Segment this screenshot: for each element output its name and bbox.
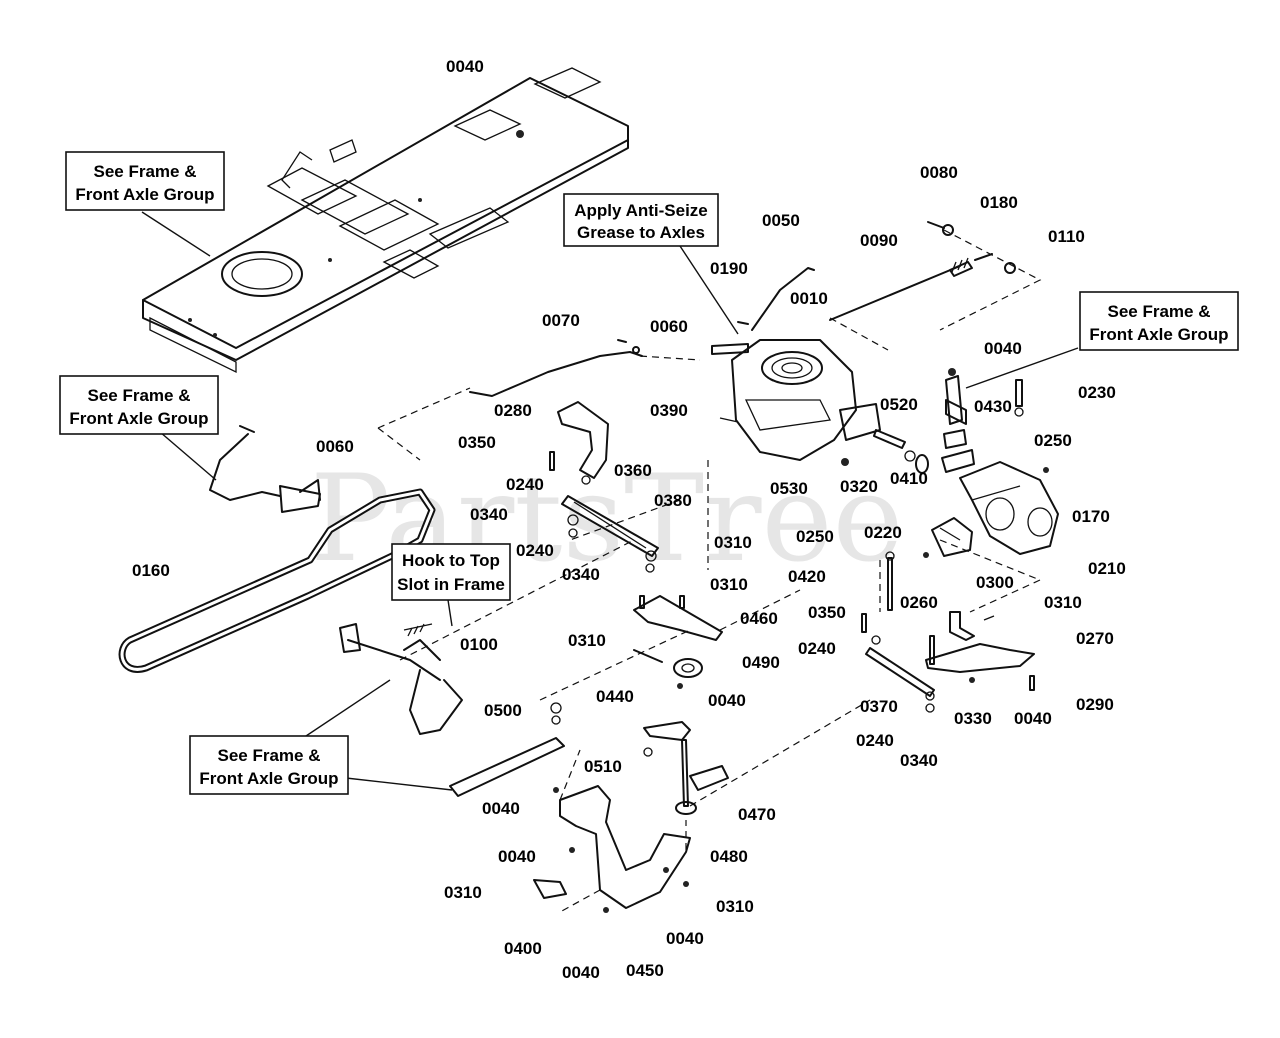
callout-label: 0240 [506,475,544,494]
callout-label: 0330 [954,709,992,728]
callout-label: 0260 [900,593,938,612]
callout-label: 0340 [470,505,508,524]
callout-labels: 0040 0080 0180 0110 0090 0050 0190 0010 … [132,57,1126,982]
note-line: See Frame & [218,746,321,765]
pedal-linkage-drawing [209,425,463,735]
callout-label: 0080 [920,163,958,182]
callout-label: 0040 [984,339,1022,358]
callout-label: 0230 [1078,383,1116,402]
callout-label: 0240 [856,731,894,750]
note-line: See Frame & [94,162,197,181]
note-line: Front Axle Group [75,185,214,204]
note-line: See Frame & [88,386,191,405]
callout-label: 0530 [770,479,808,498]
callout-label: 0470 [738,805,776,824]
callout-label: 0370 [860,697,898,716]
callout-label: 0210 [1088,559,1126,578]
callout-label: 0040 [446,57,484,76]
note-line: Hook to Top [402,551,500,570]
callout-label: 0310 [444,883,482,902]
callout-label: 0440 [596,687,634,706]
callout-label: 0350 [458,433,496,452]
callout-label: 0480 [710,847,748,866]
note-frame-bottom: See Frame & Front Axle Group [189,735,349,795]
callout-label: 0040 [708,691,746,710]
callout-label: 0340 [562,565,600,584]
callout-label: 0310 [716,897,754,916]
callout-label: 0100 [460,635,498,654]
leader-lines [141,211,1079,791]
callout-label: 0420 [788,567,826,586]
callout-label: 0310 [568,631,606,650]
callout-label: 0040 [482,799,520,818]
callout-label: 0340 [900,751,938,770]
rods-drawing [469,221,1016,397]
lower-brackets-drawing [449,702,729,913]
callout-label: 0240 [798,639,836,658]
note-line: Slot in Frame [397,575,505,594]
callout-label: 0320 [840,477,878,496]
transaxle-drawing [711,339,929,474]
callout-label: 0490 [742,653,780,672]
callout-label: 0060 [650,317,688,336]
note-frame-top-left: See Frame & Front Axle Group [65,151,225,211]
center-brackets-drawing [549,401,1035,713]
callout-label: 0040 [666,929,704,948]
callout-label: 0290 [1076,695,1114,714]
callout-label: 0220 [864,523,902,542]
callout-label: 0310 [714,533,752,552]
note-line: Apply Anti-Seize [574,201,708,220]
callout-label: 0450 [626,961,664,980]
callout-label: 0040 [498,847,536,866]
callout-label: 0380 [654,491,692,510]
note-frame-left: See Frame & Front Axle Group [59,375,219,435]
assembly-guide-lines [377,229,1042,913]
brake-bracket-drawing [885,368,1059,611]
callout-label: 0010 [790,289,828,308]
note-line: Grease to Axles [577,223,705,242]
note-line: Front Axle Group [69,409,208,428]
callout-label: 0060 [316,437,354,456]
callout-label: 0310 [710,575,748,594]
callout-label: 0300 [976,573,1014,592]
drive-belt-drawing [118,488,436,673]
callout-label: 0410 [890,469,928,488]
frame-drawing [142,67,629,374]
callout-label: 0040 [1014,709,1052,728]
callout-label: 0460 [740,609,778,628]
callout-label: 0270 [1076,629,1114,648]
callout-label: 0180 [980,193,1018,212]
callout-label: 0390 [650,401,688,420]
note-line: Front Axle Group [199,769,338,788]
note-line: Front Axle Group [1089,325,1228,344]
callout-label: 0520 [880,395,918,414]
callout-label: 0500 [484,701,522,720]
callout-label: 0110 [1048,227,1085,246]
callout-label: 0280 [494,401,532,420]
callout-label: 0250 [796,527,834,546]
callout-label: 0250 [1034,431,1072,450]
callout-label: 0160 [132,561,170,580]
callout-label: 0070 [542,311,580,330]
note-anti-seize: Apply Anti-Seize Grease to Axles [563,193,719,247]
callout-label: 0040 [562,963,600,982]
callout-label: 0170 [1072,507,1110,526]
callout-label: 0090 [860,231,898,250]
callout-label: 0510 [584,757,622,776]
callout-label: 0360 [614,461,652,480]
callout-label: 0400 [504,939,542,958]
callout-label: 0190 [710,259,748,278]
callout-label: 0350 [808,603,846,622]
callout-label: 0430 [974,397,1012,416]
note-frame-right: See Frame & Front Axle Group [1079,291,1239,351]
callout-label: 0050 [762,211,800,230]
callout-label: 0310 [1044,593,1082,612]
note-hook-slot: Hook to Top Slot in Frame [391,543,511,601]
note-line: See Frame & [1108,302,1211,321]
callout-label: 0240 [516,541,554,560]
